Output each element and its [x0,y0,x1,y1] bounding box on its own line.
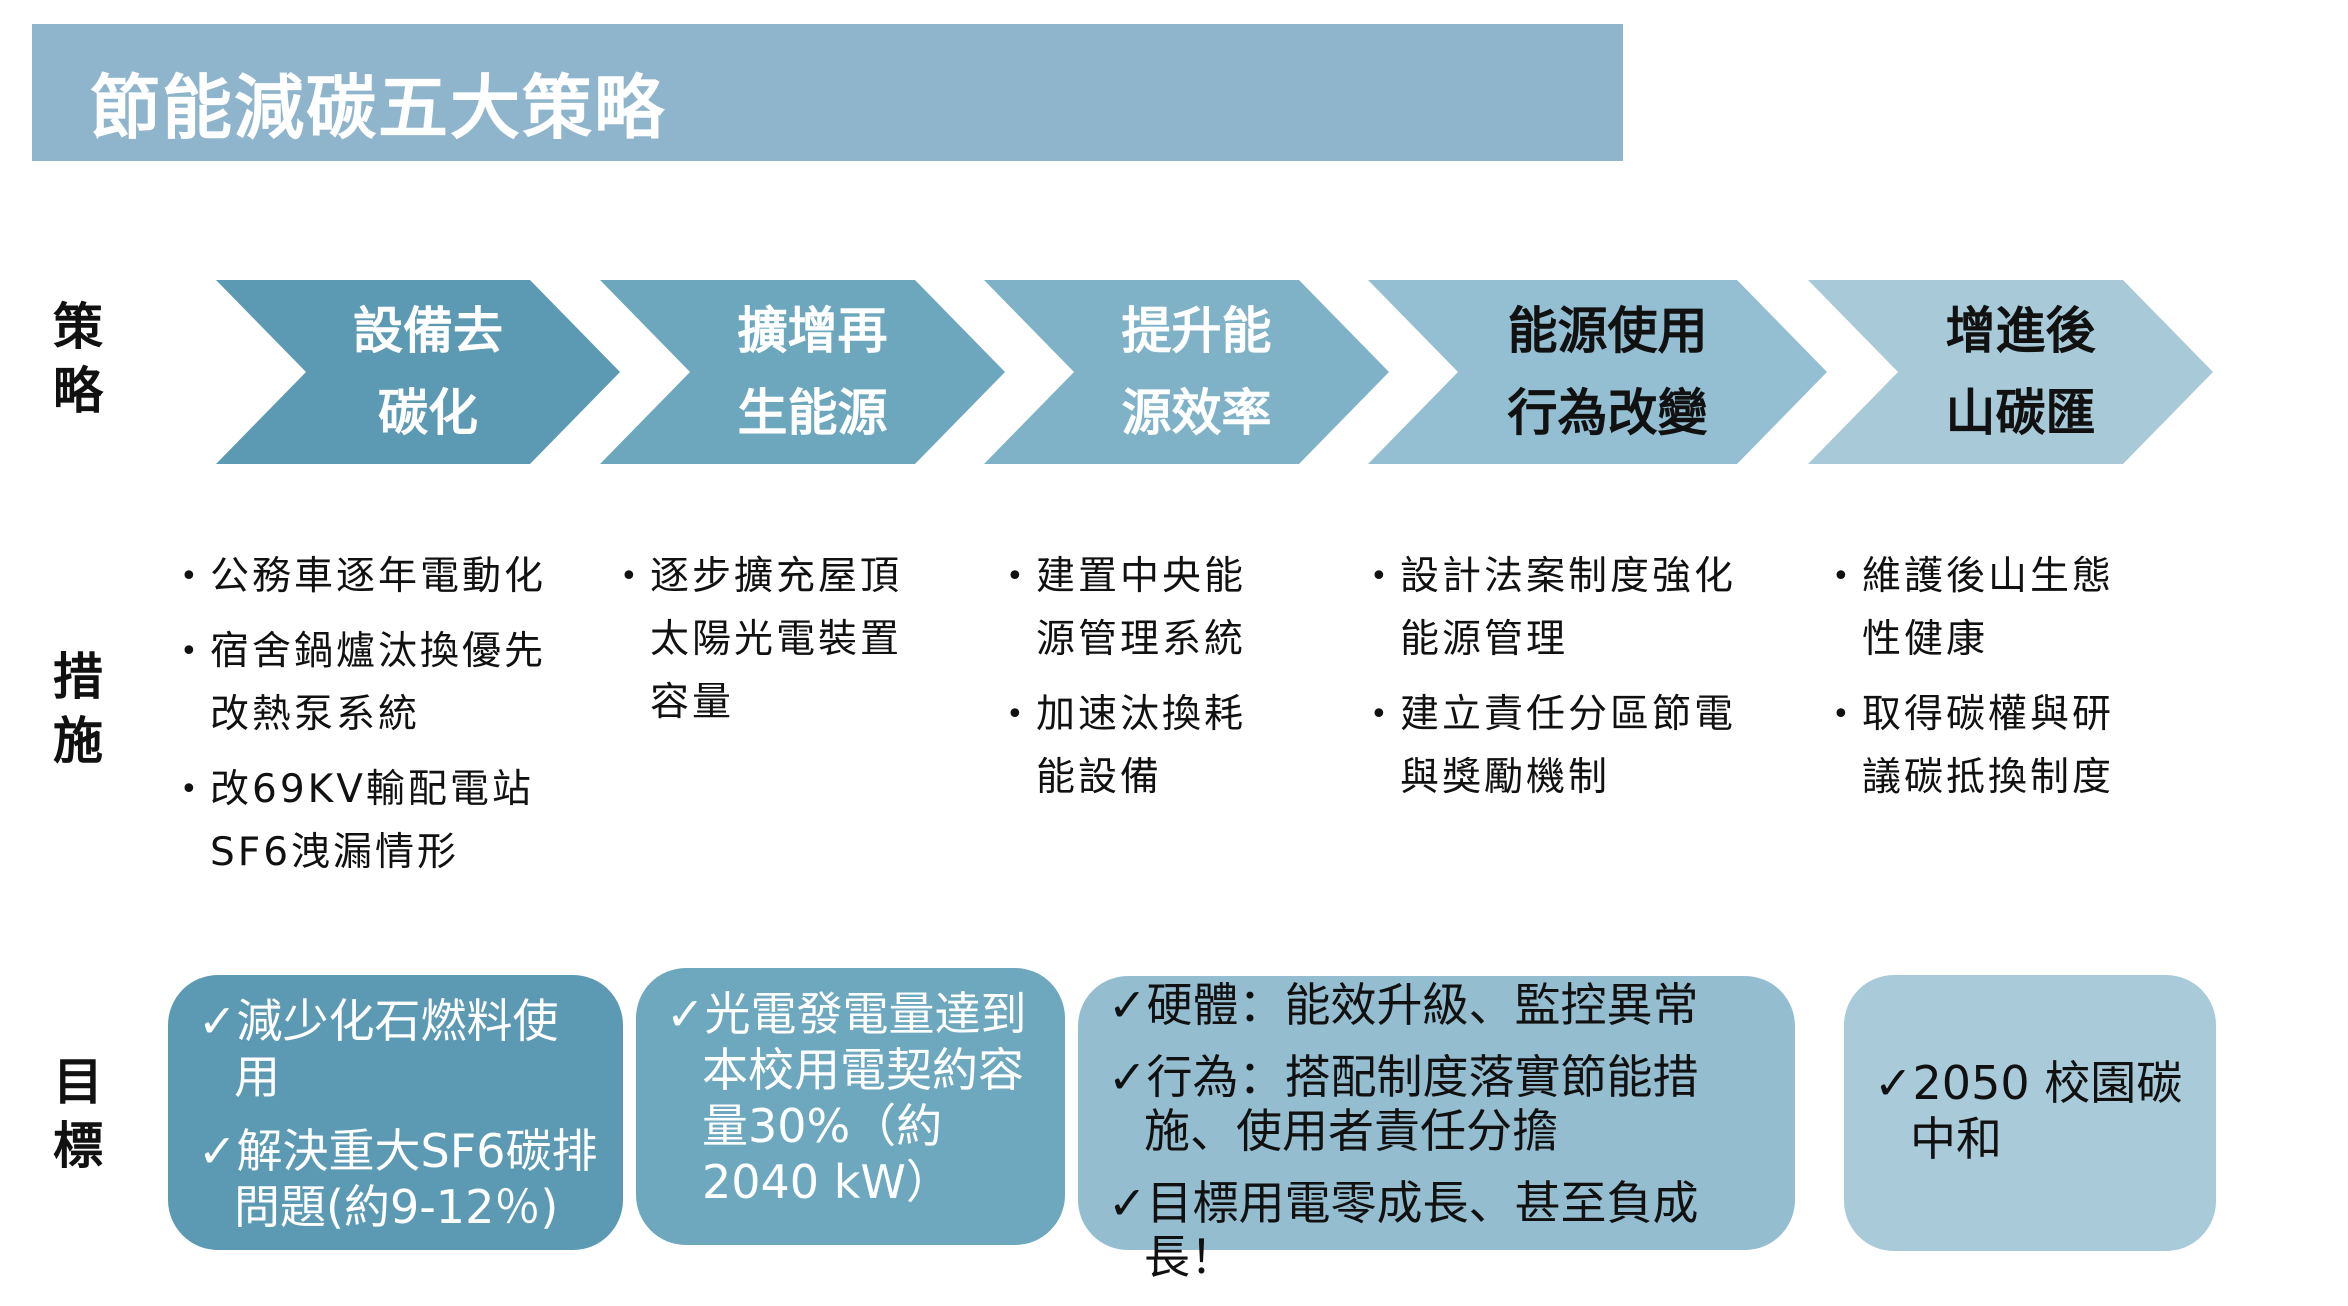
goal-item: ✓行為：搭配制度落實節能措施、使用者責任分擔 [1108,1050,1699,1158]
measure-line: 宿舍鍋爐汰換優先 [210,629,547,674]
goal-item: ✓硬體：能效升級、監控異常 [1108,978,1699,1032]
measure-item: 公務車逐年電動化 [180,545,546,608]
measure-line: SF6洩漏情形 [210,830,460,875]
goal-box: ✓硬體：能效升級、監控異常 ✓行為：搭配制度落實節能措施、使用者責任分擔 ✓目標用電… [1078,976,1795,1284]
measure-line: 性健康 [1862,617,1989,662]
title-bar: 節能減碳五大策略 [32,24,1623,161]
page-title: 節能減碳五大策略 [90,67,666,149]
strategy-row-label: 策略 [48,295,108,423]
strategy-chevron: 提升能源效率 [984,280,1389,464]
measure-line: 設計法案制度強化 [1400,554,1737,599]
goal-box: ✓減少化石燃料使用 ✓解決重大SF6碳排問題(約9-12％) [168,975,623,1250]
measure-line: 改69KV輸配電站 [210,767,534,812]
strategy-label-line: 提升能 [1121,302,1272,360]
strategy-chevron: 能源使用行為改變 [1368,280,1827,464]
measure-item: 改69KV輸配電站 SF6洩漏情形 [180,758,546,884]
goal-item: ✓解決重大SF6碳排問題(約9-12％) [198,1124,598,1234]
measure-line: 取得碳權與研 [1862,692,2115,737]
measure-line: 建立責任分區節電 [1400,692,1737,737]
label-char: 措 [53,648,103,706]
measure-line: 加速汰換耗 [1036,692,1247,737]
goal-item: ✓減少化石燃料使用 [198,994,559,1104]
strategy-label-line: 源效率 [1121,384,1272,442]
goal-box: ✓光電發電量達到本校用電契約容量30%（約2040 kW） [636,968,1065,1245]
strategy-label-line: 生能源 [737,384,888,442]
measures-row-label: 措施 [48,645,108,773]
measure-line: 逐步擴充屋頂 [650,554,903,599]
goal-box: ✓2050 校園碳中和 [1844,975,2216,1251]
measure-line: 太陽光電裝置 [650,617,903,662]
measure-line: 與獎勵機制 [1400,755,1611,800]
strategy-label-line: 擴增再 [737,302,888,360]
measure-line: 維護後山生態 [1862,554,2115,599]
measure-line: 能源管理 [1400,617,1569,662]
measure-line: 改熱泵系統 [210,692,421,737]
goal-item: ✓光電發電量達到本校用電契約容量30%（約2040 kW） [666,987,1027,1209]
strategy-label-line: 碳化 [378,384,478,442]
label-char: 目 [53,1053,103,1111]
strategy-chevron: 增進後山碳匯 [1808,280,2213,464]
measure-line: 容量 [650,680,735,725]
goal-item: ✓目標用電零成長、甚至負成長！ [1108,1176,1699,1284]
strategy-label-line: 能源使用 [1507,302,1708,360]
measures-column: 設計法案制度強化能源管理建立責任分區節電與獎勵機制 [1370,545,1736,821]
measures-column: 維護後山生態性健康取得碳權與研議碳抵換制度 [1832,545,2114,821]
measures-column: 公務車逐年電動化宿舍鍋爐汰換優先改熱泵系統改69KV輸配電站SF6洩漏情形 [180,545,546,896]
strategy-label-line: 行為改變 [1507,384,1708,442]
measure-line: 能設備 [1036,755,1163,800]
goal-item: ✓2050 校園碳中和 [1874,1056,2183,1166]
measures-column: 建置中央能源管理系統加速汰換耗能設備 [1006,545,1246,821]
strategy-chevron: 擴增再生能源 [600,280,1005,464]
measure-line: 源管理系統 [1036,617,1247,662]
measure-line: 議碳抵換制度 [1862,755,2115,800]
goals-row-label: 目標 [48,1050,108,1178]
strategy-label-line: 設備去 [353,302,503,360]
label-char: 標 [53,1117,103,1175]
label-char: 略 [53,362,103,420]
label-char: 策 [53,298,103,356]
strategy-chevron: 設備去碳化 [216,280,620,464]
strategy-label-line: 山碳匯 [1945,384,2096,442]
measure-line: 建置中央能 [1036,554,1247,599]
measure-line: 公務車逐年電動化 [210,554,547,599]
strategy-label-line: 增進後 [1945,302,2096,360]
label-char: 施 [53,712,103,770]
